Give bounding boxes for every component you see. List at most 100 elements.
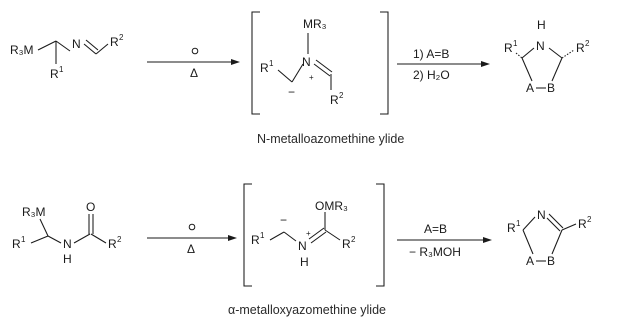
bond [90,233,107,244]
r1-label: R [504,41,513,55]
scheme-1-reagent-arrow: 1) A=B 2) H₂O [397,47,490,82]
r2-label: R [342,237,351,251]
bond [277,69,293,83]
r2-superscript: 2 [585,39,590,48]
bond [37,40,57,51]
minus-charge: − [280,213,287,227]
bond [95,43,109,55]
double-bond [310,231,327,244]
heat-label: Δ [187,242,195,256]
bond [522,216,536,231]
scheme-1-product: H N A B R 1 R 2 [504,18,590,95]
nitrogen-label: N [536,39,545,53]
r2-superscript: 2 [587,215,592,224]
scheme-2-ylide: R 1 − N + H OMR₃ R 2 [243,183,385,287]
scheme-2-caption: α-metalloxyazomethine ylide [228,303,386,317]
r2-label: R [578,217,587,231]
scheme-2: R₃M R 1 N H O R 2 Δ R 1 [12,183,592,317]
scheme-2-heat-arrow: Δ [147,223,237,256]
atom-b-label: B [547,254,555,268]
scheme-2-starting-material: R₃M R 1 N H O R 2 [12,200,122,266]
bond [324,229,341,241]
nh-hydrogen-label: H [300,255,309,269]
bond [561,223,577,231]
right-bracket [380,11,389,115]
r1-label: R [12,237,21,251]
omr3-label: OMR₃ [315,199,348,213]
r1-superscript: 1 [516,219,521,228]
bond [521,57,533,82]
reagent-line-2: − R₃MOH [409,245,461,259]
left-bracket [251,11,260,115]
arrowhead [228,235,237,241]
r1-label: R [251,233,260,247]
scheme-1-starting-material: R₃M N R 2 R 1 [10,33,124,81]
r2-label: R [108,237,117,251]
r2-label: R [110,35,119,49]
bond [548,47,563,59]
nitrogen-label: N [537,208,546,222]
stereo-bond [561,49,575,59]
arrowhead [483,237,492,243]
double-bond [546,217,561,232]
bond [521,47,535,59]
right-bracket [376,183,385,287]
plus-charge: + [306,229,311,238]
r1-superscript: 1 [21,235,26,244]
bond [291,63,304,83]
reagent-step-1: 1) A=B [413,47,449,61]
scheme-1-heat-arrow: Δ [147,47,240,80]
nitrogen-label: N [302,55,311,69]
scheme-1: R₃M N R 2 R 1 Δ MR₃ R 1 [10,11,590,146]
stereo-bond [515,52,523,59]
scheme-1-ylide: MR₃ R 1 − N + R 2 [251,11,389,115]
bond [30,235,49,244]
atom-a-label: A [526,254,534,268]
plus-charge: + [309,73,314,82]
r1-label: R [50,67,59,81]
atom-b-label: B [547,81,555,95]
bond [73,233,91,244]
oxygen-label: O [86,200,95,214]
hidden-guide [534,60,547,78]
r1-superscript: 1 [260,231,265,240]
scheme-1-caption: N-metalloazomethine ylide [257,132,404,146]
bond [47,235,62,244]
double-bond [308,227,325,240]
scheme-2-product: N A B R 1 R 2 [507,208,592,268]
scheme-2-reagent-arrow: A=B − R₃MOH [397,222,492,259]
nitrogen-label: N [72,37,81,51]
left-bracket [243,183,252,287]
double-bond [85,39,99,51]
heat-label: Δ [190,66,198,80]
atom-a-label: A [526,81,534,95]
double-bond [548,213,564,229]
light-symbol [188,223,196,231]
r1-superscript: 1 [59,65,64,74]
r3m-label: R₃M [22,205,46,219]
amide-nitrogen-label: N [63,237,72,251]
bond [522,229,534,255]
r2-label: R [330,93,339,107]
reagent-step-2: 2) H₂O [413,68,450,82]
mr3-label: MR₃ [303,17,327,31]
light-symbol [191,47,199,55]
double-bond [83,43,97,55]
r2-superscript: 2 [117,235,122,244]
bond [551,57,563,82]
bond [55,40,71,52]
bond [269,231,285,241]
r2-superscript: 2 [351,235,356,244]
bond [39,218,49,237]
nitrogen-label: N [298,239,307,253]
r1-label: R [507,221,516,235]
amide-hydrogen-label: H [63,252,72,266]
bond [283,231,297,242]
minus-charge: − [288,85,295,99]
bond [551,229,563,255]
r2-superscript: 2 [119,33,124,42]
reagent-line-1: A=B [424,222,447,236]
double-bond [315,59,333,73]
r1-superscript: 1 [269,59,274,68]
